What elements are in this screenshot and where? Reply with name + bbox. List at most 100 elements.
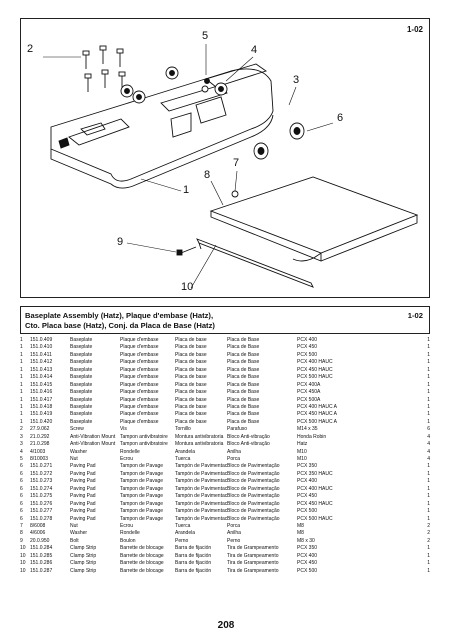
callout-4: 4 bbox=[251, 44, 258, 56]
mount-group bbox=[120, 66, 228, 104]
cell-es: Tampón de Pavimentación bbox=[175, 508, 227, 515]
cell-model: PCX 450 bbox=[297, 560, 318, 567]
cell-es: Tampón de Pavimentación bbox=[175, 463, 227, 470]
cell-item: 4 bbox=[20, 448, 23, 455]
cell-es: Tampón de Pavimentación bbox=[175, 470, 227, 477]
cell-fr: Tampon antivibratoire bbox=[120, 441, 168, 448]
cell-fr: Tampon de Pavage bbox=[120, 493, 164, 500]
screw-group bbox=[82, 45, 126, 92]
cell-qty: 1 bbox=[427, 366, 430, 373]
cell-fr: Plaque d'embase bbox=[120, 359, 159, 366]
cell-part-no: 151.0.419 bbox=[30, 411, 53, 418]
cell-en: Baseplate bbox=[70, 374, 93, 381]
cell-en: Paving Pad bbox=[70, 463, 96, 470]
cell-item: 1 bbox=[20, 351, 23, 358]
cell-fr: Plaque d'embase bbox=[120, 344, 159, 351]
callout-6: 6 bbox=[337, 112, 344, 124]
cell-pt: Placa de Base bbox=[227, 344, 260, 351]
cell-es: Placa de base bbox=[175, 366, 207, 373]
cell-item: 1 bbox=[20, 359, 23, 366]
cell-model: PCX 400 HAUC A bbox=[297, 403, 338, 410]
cell-qty: 1 bbox=[427, 478, 430, 485]
cell-en: Screw bbox=[70, 426, 84, 433]
washer-shape bbox=[201, 85, 209, 93]
cell-fr: Tampon de Pavage bbox=[120, 463, 164, 470]
cell-es: Perno bbox=[175, 537, 189, 544]
cell-es: Barra de fijación bbox=[175, 567, 212, 574]
cell-qty: 1 bbox=[427, 381, 430, 388]
cell-en: Washer bbox=[70, 448, 88, 455]
cell-pt: Tira de Grampeamento bbox=[227, 545, 279, 552]
cell-qty: 1 bbox=[427, 359, 430, 366]
cell-es: Placa de base bbox=[175, 374, 207, 381]
cell-part-no: 151.0.412 bbox=[30, 359, 53, 366]
cell-qty: 4 bbox=[427, 448, 430, 455]
cell-fr: Tampon de Pavage bbox=[120, 508, 164, 515]
cell-pt: Tira de Grampeamento bbox=[227, 560, 279, 567]
cell-es: Placa de base bbox=[175, 389, 207, 396]
assembly-title-line-1: Baseplate Assembly (Hatz), Plaque d'emba… bbox=[25, 311, 214, 320]
cell-fr: Barrette de blocage bbox=[120, 552, 164, 559]
cell-item: 1 bbox=[20, 389, 23, 396]
callout-5: 5 bbox=[202, 30, 209, 42]
assembly-title-line-2: Cto. Placa base (Hatz), Conj. da Placa d… bbox=[25, 321, 215, 330]
cell-pt: Bloco de Pavimentação bbox=[227, 493, 280, 500]
cell-model: PCX 450 HAUC bbox=[297, 366, 333, 373]
cell-model: Hatz bbox=[297, 441, 308, 448]
cell-en: Clamp Strip bbox=[70, 560, 97, 567]
cell-pt: Placa de Base bbox=[227, 411, 260, 418]
cell-pt: Bloco de Pavimentação bbox=[227, 500, 280, 507]
cell-item: 5 bbox=[20, 456, 23, 462]
callout-9: 9 bbox=[117, 236, 124, 248]
cell-pt: Bloco de Pavimentação bbox=[227, 463, 280, 470]
cell-qty: 1 bbox=[427, 344, 430, 351]
cell-pt: Bloco de Pavimentação bbox=[227, 515, 280, 522]
assembly-title-bar: Baseplate Assembly (Hatz), Plaque d'emba… bbox=[20, 306, 430, 334]
cell-en: Paving Pad bbox=[70, 478, 96, 485]
cell-en: Paving Pad bbox=[70, 470, 96, 477]
cell-en: Nut bbox=[70, 456, 78, 462]
cell-qty: 2 bbox=[427, 530, 430, 537]
cell-qty: 1 bbox=[427, 500, 430, 507]
cell-en: Anti-Vibration Mount bbox=[70, 441, 116, 448]
cell-pt: Tira de Grampeamento bbox=[227, 552, 279, 559]
cell-qty: 1 bbox=[427, 560, 430, 567]
cell-part-no: 151.0.411 bbox=[30, 351, 52, 358]
cell-model: PCX 350 bbox=[297, 463, 318, 470]
assembly-code: 1-02 bbox=[407, 311, 423, 320]
cell-part-no: 8/6008 bbox=[30, 522, 46, 529]
callout-8: 8 bbox=[204, 169, 211, 181]
cell-part-no: 151.0.272 bbox=[30, 470, 53, 477]
cell-en: Paving Pad bbox=[70, 485, 96, 492]
cell-en: Nut bbox=[70, 522, 78, 529]
cell-item: 9 bbox=[20, 537, 23, 544]
cell-model: PCX 400 HAUC bbox=[297, 359, 333, 366]
cell-item: 3 bbox=[20, 433, 23, 440]
cell-qty: 2 bbox=[427, 537, 430, 544]
cell-item: 6 bbox=[20, 493, 23, 500]
cell-part-no: 151.0.284 bbox=[30, 545, 53, 552]
cell-part-no: 151.0.416 bbox=[30, 389, 53, 396]
cell-qty: 1 bbox=[427, 389, 430, 396]
cell-part-no: 151.0.417 bbox=[30, 396, 53, 403]
cell-model: M10 bbox=[297, 456, 307, 462]
cell-item: 1 bbox=[20, 418, 23, 425]
nut-shape bbox=[204, 78, 210, 84]
cell-item: 6 bbox=[20, 485, 23, 492]
cell-part-no: 151.0.285 bbox=[30, 552, 53, 559]
cell-model: M8 bbox=[297, 530, 304, 537]
cell-fr: Vis bbox=[120, 426, 127, 433]
cell-es: Tampón de Pavimentación bbox=[175, 478, 227, 485]
cell-pt: Placa de Base bbox=[227, 366, 260, 373]
cell-item: 1 bbox=[20, 344, 23, 351]
